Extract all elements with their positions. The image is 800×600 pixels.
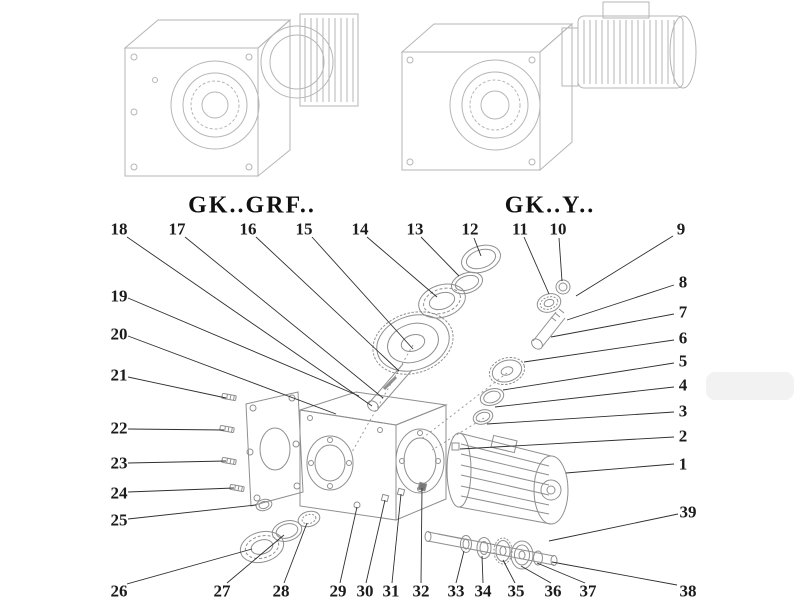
callout-1: 1 [678,454,688,474]
callout-22: 22 [110,418,128,438]
callout-4: 4 [678,375,688,395]
watermark [706,372,794,400]
callout-13: 13 [406,219,424,239]
callout-2: 2 [678,426,688,446]
callout-30: 30 [356,581,374,600]
exploded-housing [299,391,448,521]
series-title-gk-grf: GK..GRF.. [188,192,316,219]
callout-9: 9 [676,219,686,239]
callout-11: 11 [511,219,529,239]
callout-39: 39 [679,502,697,522]
callout-10: 10 [549,219,567,239]
callout-28: 28 [272,581,290,600]
exploded-pinion-assembly [472,279,571,425]
callout-18: 18 [110,219,128,239]
exploded-flange-plate [245,391,304,507]
callout-15: 15 [295,219,313,239]
assembled-gearbox-grf-drawing [123,13,359,178]
callout-24: 24 [110,483,128,503]
leader-lines [126,235,679,586]
callout-8: 8 [678,272,688,292]
callout-37: 37 [579,581,597,600]
callout-38: 38 [679,581,697,600]
series-title-gk-y: GK..Y.. [504,192,596,219]
callout-32: 32 [412,581,430,600]
exploded-output-shaft-assembly [424,531,558,570]
callout-3: 3 [678,401,688,421]
callout-31: 31 [382,581,400,600]
exploded-flange-screws [219,392,245,493]
callout-17: 17 [168,219,186,239]
callout-20: 20 [110,324,128,344]
callout-34: 34 [474,581,492,600]
exploded-output-bearing-stack [239,498,321,564]
assembled-gearbox-y-drawing [400,1,697,172]
exploded-view [219,244,571,570]
callout-5: 5 [678,351,688,371]
callout-12: 12 [461,219,479,239]
callout-7: 7 [678,302,688,322]
callout-33: 33 [447,581,465,600]
callout-23: 23 [110,453,128,473]
exploded-input-shaft-assembly [367,244,501,412]
callout-19: 19 [110,286,128,306]
callout-6: 6 [678,328,688,348]
callout-35: 35 [507,581,525,600]
callout-36: 36 [544,581,562,600]
callout-27: 27 [213,581,231,600]
callout-16: 16 [239,219,257,239]
callout-25: 25 [110,510,128,530]
callout-26: 26 [110,581,128,600]
callout-14: 14 [351,219,369,239]
exploded-motor [446,432,569,525]
callout-21: 21 [110,365,128,385]
callout-29: 29 [329,581,347,600]
exploded-housing-fasteners [353,481,428,509]
